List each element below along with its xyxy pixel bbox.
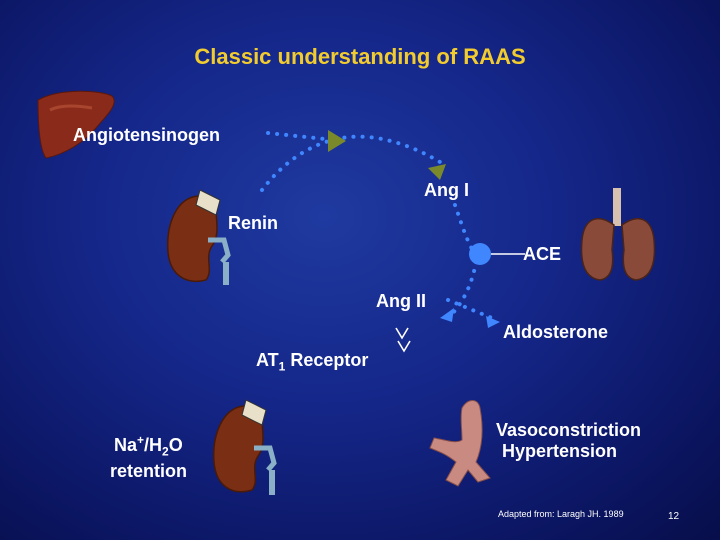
pathway-arrows — [260, 131, 494, 320]
ang2-to-aldosterone-path — [446, 298, 494, 320]
renin-cleavage-arc — [260, 134, 442, 192]
ace-enzyme-icon — [469, 243, 491, 265]
sodium-water-label: Na+/H2O — [114, 433, 183, 459]
page-number: 12 — [668, 511, 680, 522]
angiotensinogen-label: Angiotensinogen — [73, 125, 220, 145]
receptor-chevron — [395, 327, 409, 340]
arrowhead — [328, 130, 346, 152]
arrowhead — [428, 164, 446, 180]
ang2-label: Ang II — [376, 291, 426, 311]
blood-vessel-icon — [429, 400, 491, 487]
arrowhead — [440, 308, 454, 322]
liver-icon — [37, 90, 115, 159]
slide-title: Classic understanding of RAAS — [194, 44, 526, 69]
angiotensinogen-arrow-path — [266, 131, 327, 141]
kidney-icon — [167, 189, 231, 285]
arrowhead — [486, 316, 500, 328]
retention-label: retention — [110, 461, 188, 481]
hypertension-label: Hypertension — [502, 441, 618, 461]
aldosterone-label: Aldosterone — [503, 322, 609, 342]
receptor-chevron — [397, 340, 411, 353]
at1-receptor-label: AT1 Receptor — [256, 350, 369, 374]
ace-label: ACE — [523, 244, 562, 264]
renin-label: Renin — [228, 213, 279, 233]
lungs-icon — [580, 188, 656, 281]
ang1-label: Ang I — [424, 180, 469, 200]
kidney-icon — [213, 399, 277, 495]
vasoconstriction-label: Vasoconstriction — [496, 420, 642, 440]
citation: Adapted from: Laragh JH. 1989 — [498, 509, 624, 519]
